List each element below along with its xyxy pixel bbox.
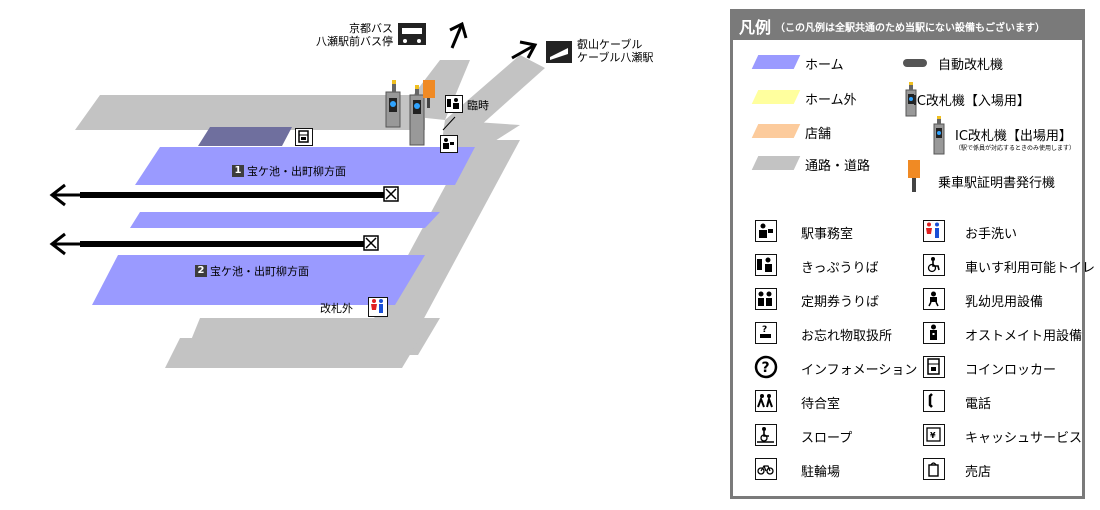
legend-panel: 凡例 （この凡例は全駅共通のため当駅にない設備もございます） ホーム ホーム外 … [730,9,1095,499]
track-1 [49,183,399,207]
facility-right-3-label: オストメイト用設備 [965,329,1083,344]
shop-icon [923,458,945,480]
facility-right-7-label: 売店 [965,465,992,480]
ticket-counter-icon [755,254,777,276]
platform-mid [130,212,440,228]
coin-locker-icon [923,356,945,378]
ticket-counter-icon [445,95,463,113]
certificate-machine-label: 乗車駅証明書発行機 [938,176,1056,191]
toilet-icon [923,220,945,242]
track-2 [49,232,379,256]
platform-bottom [92,255,425,305]
facility-left-7-label: 駐輪場 [801,465,841,480]
platform-2-number: 2 [195,265,207,277]
temporary-label: 臨時 [467,99,489,112]
facility-right-5-label: 電話 [965,397,992,412]
ic-gate-exit [409,85,425,146]
platform-top [135,147,475,185]
toilet-icon [368,297,388,317]
waiting-room-icon [755,390,777,412]
facility-left-2-label: 定期券うりば [801,295,880,310]
ic-gate-entry [385,80,401,128]
bus-icon [398,23,426,45]
cash-service-icon: ¥ [923,424,945,446]
ic-gate-exit-icon [933,116,945,155]
facility-right-2-label: 乳幼児用設備 [965,295,1044,310]
coin-locker-icon [295,128,313,146]
ostomate-icon [923,322,945,344]
facility-left-3-label: お忘れ物取扱所 [801,329,893,344]
swatch-shop-label: 店舗 [805,127,832,142]
passage-upper [75,95,425,130]
passage-bottom [165,338,420,368]
swatch-home-label: ホーム [805,58,844,73]
svg-text:¥: ¥ [930,431,936,440]
swatch-shop [751,124,801,138]
information-icon: ? [754,355,778,379]
passage-to-cable [445,55,545,135]
telephone-icon [923,390,945,412]
certificate-machine-icon [908,160,920,192]
swatch-passage-label: 通路・道路 [805,159,871,174]
facility-left-1-label: きっぷうりば [801,261,879,276]
commuter-pass-counter-icon [755,288,777,310]
facility-right-6-label: キャッシュサービス [965,431,1083,446]
ic-gate-exit-label: IC改札機【出場用】 [955,129,1072,144]
baby-facility-icon [923,288,945,310]
lost-and-found-icon: ? [755,322,777,344]
facility-right-1-label: 車いす利用可能トイレ [965,261,1096,276]
station-office-icon [440,135,458,153]
arrow-to-cable [511,40,538,60]
swatch-passage [751,156,801,170]
svg-text:?: ? [762,360,770,376]
station-office-icon [755,220,777,242]
facility-left-5-label: 待合室 [801,397,841,412]
facility-left-4-label: インフォメーション [801,363,918,378]
platform-2-label: 2 宝ケ池・出町柳方面 [195,263,309,279]
platform-1-label: 1 宝ケ池・出町柳方面 [232,163,346,179]
facility-right-0-label: お手洗い [965,227,1018,242]
swatch-outside-home-label: ホーム外 [805,93,857,108]
svg-text:?: ? [762,325,767,335]
arrow-to-bus [449,21,468,49]
legend-title: 凡例 [739,18,772,37]
facility-right-4-label: コインロッカー [965,363,1057,378]
platform-1-direction: 宝ケ池・出町柳方面 [247,165,346,178]
dark-block [198,127,292,146]
facility-left-6-label: スロープ [801,431,853,446]
slope-icon [755,424,777,446]
ic-gate-exit-note: （駅で係員が対応するときのみ使用します） [955,145,1076,152]
ic-gate-entry-icon [905,82,917,117]
certificate-machine [423,80,435,108]
swatch-home [751,55,801,69]
legend-note: （この凡例は全駅共通のため当駅にない設備もございます） [775,22,1046,34]
platform-2-direction: 宝ケ池・出町柳方面 [210,265,309,278]
platform-1-number: 1 [232,165,244,177]
facility-left-0-label: 駅事務室 [801,227,854,242]
wheelchair-toilet-icon [923,254,945,276]
outside-gate-label: 改札外 [320,302,353,315]
bus-stop-label: 京都バス 八瀬駅前バス停 [316,22,393,48]
swatch-outside-home [751,90,801,104]
auto-gate-label: 自動改札機 [938,58,1004,73]
bicycle-parking-icon [755,458,777,480]
ic-gate-entry-label: IC改札機【入場用】 [913,94,1030,109]
cable-label: 叡山ケーブル ケーブル八瀬駅 [577,38,654,64]
cable-car-icon [546,41,572,63]
station-map [49,21,572,368]
auto-gate-icon [903,59,927,67]
legend-header: 凡例 （この凡例は全駅共通のため当駅にない設備もございます） [733,12,1082,40]
